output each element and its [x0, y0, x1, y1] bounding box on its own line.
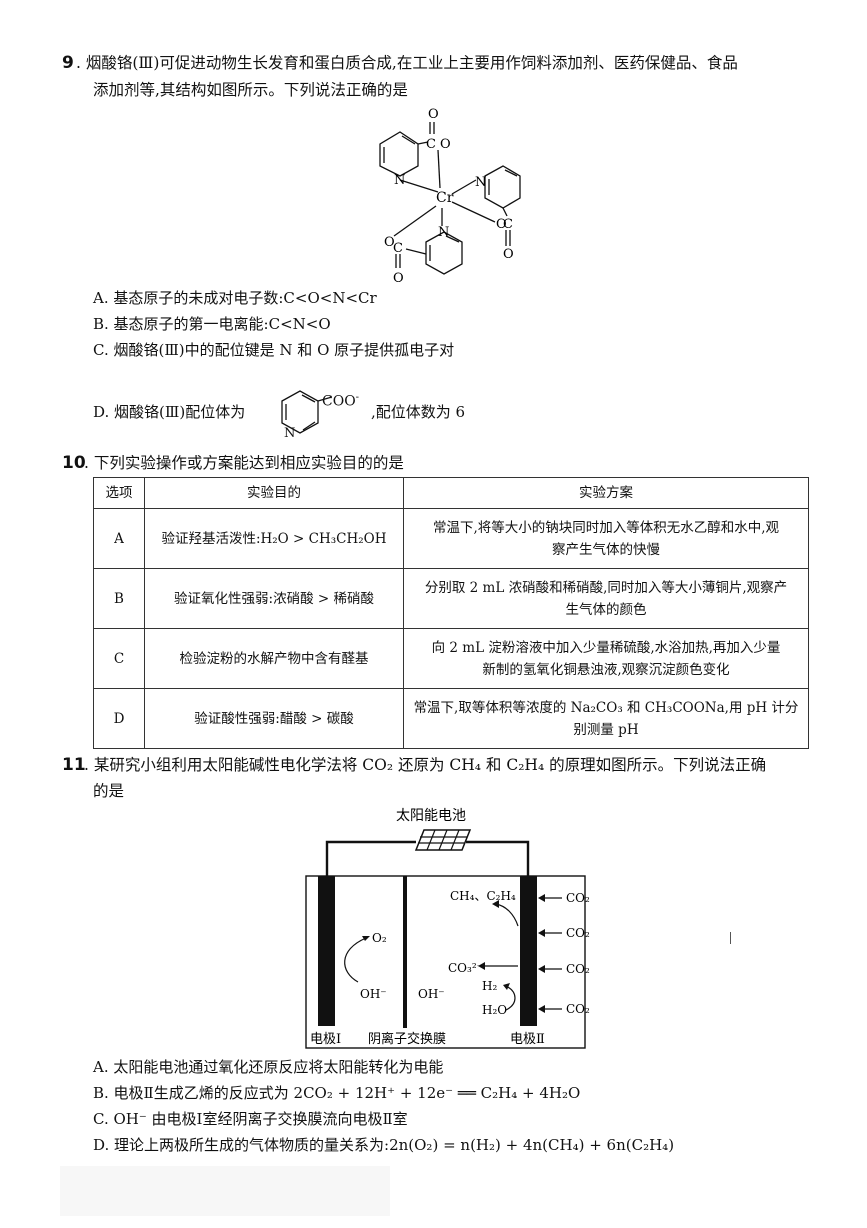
atom-c-right: C — [503, 217, 513, 232]
plan-line: 常温下,将等大小的钠块同时加入等体积无水乙醇和水中,观 — [432, 519, 780, 536]
atom-cr: Cr — [436, 190, 454, 206]
ligand-carboxylate-group: COO- — [322, 392, 359, 410]
q11-stem-line2: 的是 — [93, 782, 125, 800]
atom-o-top-2: O — [440, 137, 451, 152]
header-purpose: 实验目的 — [144, 477, 404, 509]
q9-option-b: B. 基态原子的第一电离能:C<N<O — [93, 315, 331, 333]
q11-option-c: C. OH⁻ 由电极Ⅰ室经阴离子交换膜流向电极Ⅱ室 — [93, 1110, 408, 1128]
atom-n-bottom: N — [438, 225, 449, 240]
atom-n-left: N — [394, 173, 405, 188]
q11-number: 11 — [62, 755, 86, 775]
electrolytic-cell — [305, 875, 586, 1049]
plan-line: 生气体的颜色 — [565, 601, 647, 618]
plan-line: 察产生气体的快慢 — [552, 541, 660, 558]
label-co3: CO₃²⁻ — [448, 961, 483, 975]
label-membrane: 阴离子交换膜 — [368, 1031, 446, 1047]
co2-inputs: CO₂ CO₂ CO₂ CO₂ — [538, 891, 590, 1016]
q9-option-c: C. 烟酸铬(Ⅲ)中的配位键是 N 和 O 原子提供孤电子对 — [93, 341, 455, 359]
label-electrode-1: 电极Ⅰ — [310, 1032, 341, 1047]
plan-line: 别测量 pH — [573, 721, 639, 738]
label-co2: CO₂ — [566, 891, 590, 905]
row-option: D — [93, 688, 145, 749]
table-row: C 检验淀粉的水解产物中含有醛基 向 2 mL 淀粉溶液中加入少量稀硫酸,水浴加… — [93, 628, 809, 689]
plan-line: 向 2 mL 淀粉溶液中加入少量稀硫酸,水浴加热,再加入少量 — [431, 639, 781, 656]
q10-number: 10 — [62, 453, 86, 473]
row-plan: 常温下,取等体积等浓度的 Na₂CO₃ 和 CH₃COONa,用 pH 计分别测… — [403, 688, 809, 749]
row-option: C — [93, 628, 145, 689]
nicotinate-ligand-ring — [281, 390, 332, 434]
label-electrode-2: 电极Ⅱ — [510, 1032, 545, 1047]
anion-exchange-membrane — [403, 876, 407, 1028]
q9-option-d-prefix: D. 烟酸铬(Ⅲ)配位体为 — [93, 403, 246, 421]
q9-stem-line2: 添加剂等,其结构如图所示。下列说法正确的是 — [93, 81, 408, 99]
table-row: B 验证氧化性强弱:浓硝酸 > 稀硝酸 分别取 2 mL 浓硝酸和稀硝酸,同时加… — [93, 568, 809, 629]
header-option: 选项 — [93, 477, 145, 509]
q9-stem-line1: . 烟酸铬(Ⅲ)可促进动物生长发育和蛋白质合成,在工业上主要用作饲料添加剂、医药… — [76, 54, 738, 72]
footer-shade — [60, 1166, 390, 1216]
q11-stem-line1: . 某研究小组利用太阳能碱性电化学法将 CO₂ 还原为 CH₄ 和 C₂H₄ 的… — [84, 756, 767, 774]
plan-line: 分别取 2 mL 浓硝酸和稀硝酸,同时加入等大小薄铜片,观察产 — [424, 579, 788, 596]
atom-o-bottom: O — [384, 235, 395, 250]
row-purpose: 验证羟基活泼性:H₂O > CH₃CH₂OH — [144, 508, 404, 569]
row-purpose: 检验淀粉的水解产物中含有醛基 — [144, 628, 404, 689]
electrolysis-diagram: 太阳能电池 O₂ OH⁻ OH⁻ CH₄、C₂H₄ CO₂ CO₂ CO₂ CO… — [305, 808, 590, 1049]
label-co2: CO₂ — [566, 926, 590, 940]
ligand-coo: COO — [322, 393, 356, 410]
label-h2o: H₂O — [482, 1003, 507, 1017]
atom-o-right-2: O — [503, 247, 514, 262]
plan-line: 常温下,取等体积等浓度的 Na₂CO₃ 和 CH₃COONa,用 pH 计分 — [413, 699, 799, 716]
row-purpose: 验证酸性强弱:醋酸 > 碳酸 — [144, 688, 404, 749]
row-plan: 分别取 2 mL 浓硝酸和稀硝酸,同时加入等大小薄铜片,观察产生气体的颜色 — [403, 568, 809, 629]
q9-option-d-suffix: ,配位体数为 6 — [371, 403, 466, 421]
electrode-1-plate — [318, 876, 335, 1026]
label-co2: CO₂ — [566, 1002, 590, 1016]
ligand-charge: - — [355, 392, 360, 403]
q10-stem: . 下列实验操作或方案能达到相应实验目的的是 — [84, 454, 404, 472]
atom-n-right: N — [475, 175, 486, 190]
chromium-nicotinate-structure: O C O N Cr N O C O N O C O — [379, 107, 521, 286]
electrode-2-plate — [520, 876, 537, 1026]
label-products: CH₄、C₂H₄ — [450, 889, 516, 903]
atom-o-bottom-2: O — [393, 271, 404, 286]
ligand-n: N — [284, 426, 296, 441]
row-option: A — [93, 508, 145, 569]
table-header-row: 选项 实验目的 实验方案 — [93, 477, 809, 509]
row-option: B — [93, 568, 145, 629]
header-plan: 实验方案 — [403, 477, 809, 509]
atom-o-top: O — [428, 107, 439, 122]
solar-panel-icon — [414, 829, 472, 851]
q11-option-d: D. 理论上两极所生成的气体物质的量关系为:2n(O₂) = n(H₂) + 4… — [93, 1136, 675, 1154]
q11-option-b: B. 电极Ⅱ生成乙烯的反应式为 2CO₂ + 12H⁺ + 12e⁻ ══ C₂… — [93, 1084, 581, 1102]
solar-cell-label: 太阳能电池 — [396, 808, 466, 824]
row-plan: 向 2 mL 淀粉溶液中加入少量稀硫酸,水浴加热,再加入少量新制的氢氧化铜悬浊液… — [403, 628, 809, 689]
label-oh-left: OH⁻ — [360, 987, 387, 1001]
experiment-table: 选项 实验目的 实验方案 A 验证羟基活泼性:H₂O > CH₃CH₂OH 常温… — [93, 477, 809, 749]
plan-line: 新制的氢氧化铜悬浊液,观察沉淀颜色变化 — [482, 661, 730, 678]
label-oh-mid: OH⁻ — [418, 987, 445, 1001]
table-row: D 验证酸性强弱:醋酸 > 碳酸 常温下,取等体积等浓度的 Na₂CO₃ 和 C… — [93, 688, 809, 749]
atom-o-right: O — [496, 217, 507, 232]
row-purpose: 验证氧化性强弱:浓硝酸 > 稀硝酸 — [144, 568, 404, 629]
stray-mark — [730, 932, 731, 944]
label-co2: CO₂ — [566, 962, 590, 976]
q11-option-a: A. 太阳能电池通过氧化还原反应将太阳能转化为电能 — [93, 1058, 444, 1076]
table-row: A 验证羟基活泼性:H₂O > CH₃CH₂OH 常温下,将等大小的钠块同时加入… — [93, 508, 809, 569]
q9-option-a: A. 基态原子的未成对电子数:C<O<N<Cr — [93, 289, 377, 307]
row-plan: 常温下,将等大小的钠块同时加入等体积无水乙醇和水中,观察产生气体的快慢 — [403, 508, 809, 569]
atom-c-top: C — [426, 137, 436, 152]
atom-c-bottom: C — [393, 241, 403, 256]
label-o2: O₂ — [372, 931, 387, 945]
label-h2: H₂ — [482, 979, 497, 993]
q9-number: 9 — [62, 53, 74, 73]
